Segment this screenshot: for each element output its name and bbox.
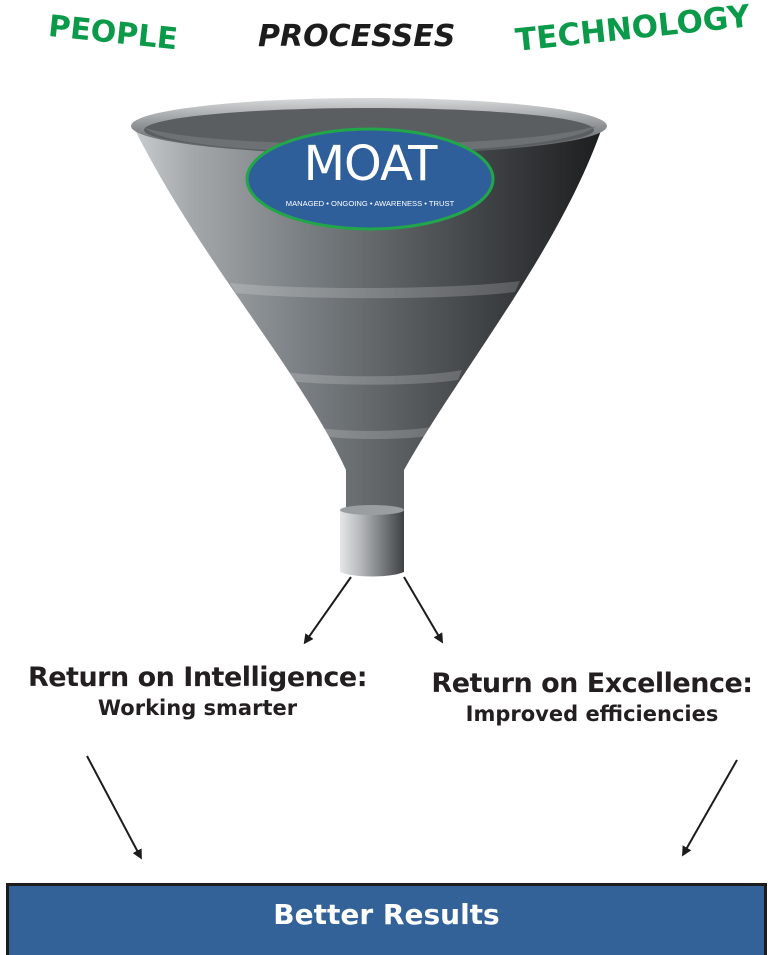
outcome-intelligence: Return on Intelligence: Working smarter bbox=[0, 662, 395, 722]
moat-subtitle: MANAGED • ONGOING • AWARENESS • TRUST bbox=[285, 199, 455, 208]
outcome-excellence-subtitle: Improved efficiencies bbox=[465, 702, 719, 726]
arrow-left-to-result bbox=[86, 755, 142, 860]
arrow-right-to-result bbox=[682, 759, 738, 857]
funnel-cone bbox=[134, 125, 603, 512]
result-label: Better Results bbox=[273, 898, 500, 931]
outcome-intelligence-title: Return on Intelligence: bbox=[27, 662, 368, 693]
outcome-excellence-title: Return on Excellence: bbox=[431, 668, 753, 699]
outcome-intelligence-subtitle: Working smarter bbox=[97, 696, 298, 720]
funnel-bands bbox=[230, 281, 520, 439]
input-processes: PROCESSES bbox=[258, 19, 456, 54]
outcome-excellence: Return on Excellence: Improved efficienc… bbox=[405, 668, 779, 728]
moat-oval bbox=[245, 127, 495, 231]
funnel-spout bbox=[340, 510, 404, 577]
result-box: Better Results bbox=[6, 883, 767, 955]
moat-label: MOAT bbox=[303, 136, 438, 192]
arrow-spout-left bbox=[303, 576, 352, 645]
arrow-spout-right bbox=[403, 576, 444, 644]
